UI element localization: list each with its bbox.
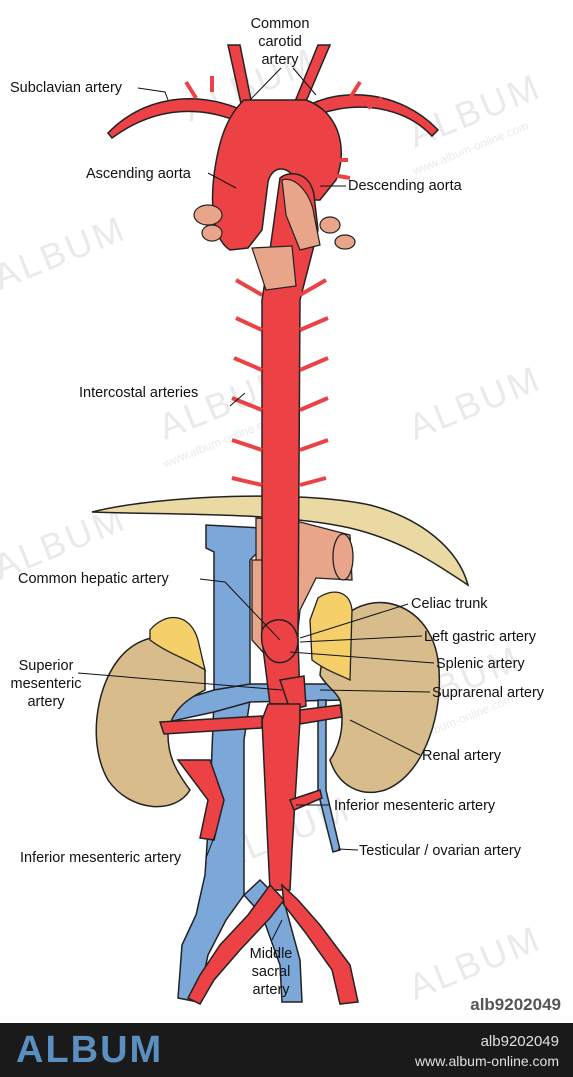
watermark-text: ALBUM [0, 207, 132, 297]
footer-image-id: alb9202049 [480, 1033, 559, 1050]
footer-bar: ALBUM alb9202049 www.album-online.com [0, 1023, 573, 1077]
aortic-root-muscle [193, 178, 356, 291]
label-common-carotid-line2: carotid [258, 34, 302, 50]
label-testicular-ovarian-artery: Testicular / ovarian artery [359, 843, 522, 859]
label-descending-aorta: Descending aorta [348, 178, 463, 194]
label-common-carotid-line1: Common [251, 16, 310, 32]
watermark-text: ALBUM [403, 917, 547, 1007]
label-inferior-mesenteric-artery-left: Inferior mesenteric artery [20, 850, 182, 866]
watermark-text: ALBUM [403, 357, 547, 447]
label-common-hepatic-artery: Common hepatic artery [18, 571, 169, 587]
label-splenic-artery: Splenic artery [436, 656, 525, 672]
label-middle-sacral-line3: artery [252, 982, 290, 998]
label-renal-artery: Renal artery [422, 748, 502, 764]
label-inferior-mesenteric-artery-right: Inferior mesenteric artery [334, 798, 496, 814]
aorta [107, 44, 440, 1005]
image-id-stamp: alb9202049 [470, 995, 561, 1014]
label-superior-mesenteric-line3: artery [27, 694, 65, 710]
label-middle-sacral-line1: Middle [250, 946, 293, 962]
intercostal-arteries [231, 278, 329, 487]
left-kidney [309, 591, 441, 794]
label-ascending-aorta: Ascending aorta [86, 166, 192, 182]
label-superior-mesenteric-line1: Superior [19, 658, 74, 674]
label-left-gastric-artery: Left gastric artery [424, 629, 537, 645]
arch-branches [184, 76, 384, 180]
label-subclavian-artery: Subclavian artery [10, 80, 123, 96]
label-celiac-trunk: Celiac trunk [411, 596, 488, 612]
label-intercostal-arteries: Intercostal arteries [79, 385, 198, 401]
label-suprarenal-artery: Suprarenal artery [432, 685, 545, 701]
label-middle-sacral-line2: sacral [252, 964, 291, 980]
label-superior-mesenteric-line2: mesenteric [11, 676, 82, 692]
label-common-carotid-line3: artery [261, 52, 299, 68]
album-logo[interactable]: ALBUM [16, 1029, 164, 1071]
footer-url-link[interactable]: www.album-online.com [415, 1053, 559, 1069]
right-kidney [95, 616, 207, 808]
leader-lines [77, 67, 435, 941]
inferior-vena-cava [164, 524, 347, 1003]
diaphragm [91, 495, 470, 587]
labels: Common carotid artery Subclavian artery … [10, 16, 545, 998]
